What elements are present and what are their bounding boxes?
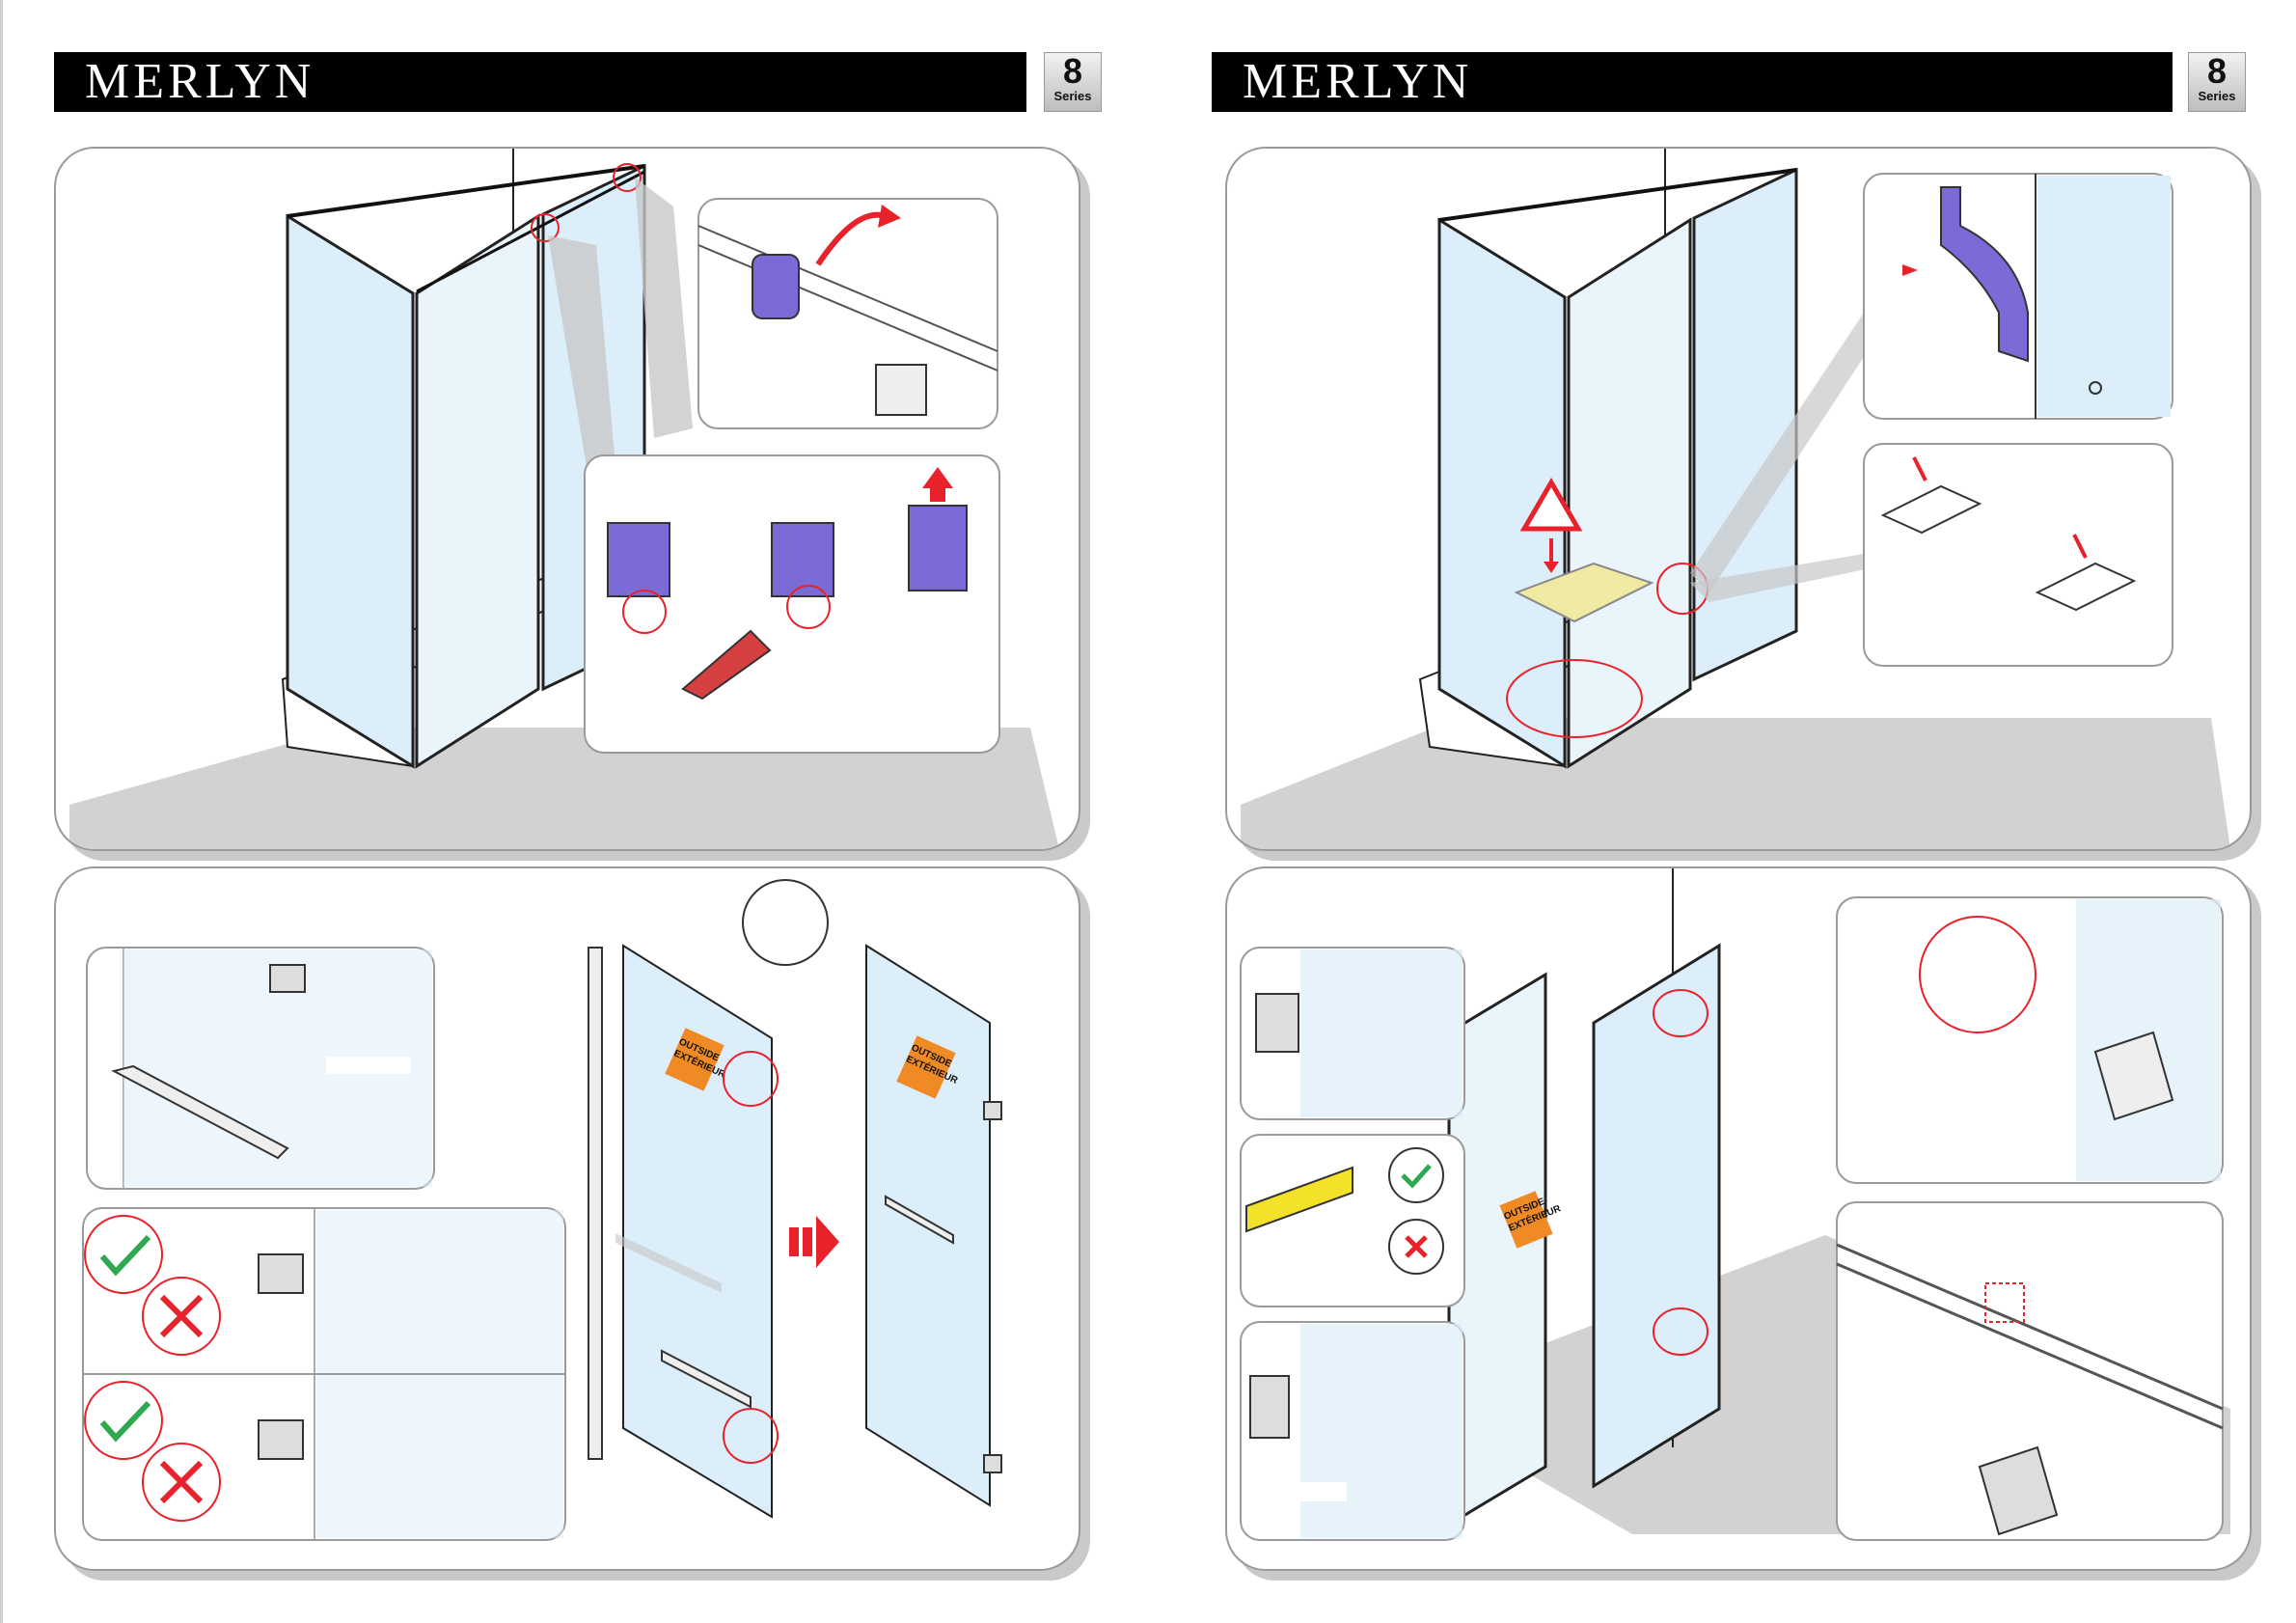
hinge-adjust-illustration: OUTSIDE EXTÉRIEUR [1227, 868, 2250, 1569]
page-spine [0, 0, 3, 1623]
door-glass [623, 946, 772, 1517]
right-page: MERLYN 8 Series [1148, 0, 2296, 1623]
floor-shadow [1241, 718, 2230, 849]
knob [270, 965, 305, 992]
detail-inset-bracket [698, 199, 998, 428]
bracket-step-3 [909, 506, 967, 591]
series-badge: 8 Series [2188, 52, 2246, 112]
brand-header: MERLYN [1212, 52, 2173, 112]
enclosure-with-block-illustration [1227, 149, 2250, 849]
fixed-glass-panel [1594, 946, 1719, 1486]
series-label: Series [1045, 90, 1101, 103]
brand-name: MERLYN [1243, 54, 1472, 109]
door-glass-panel [417, 216, 538, 766]
series-number: 8 [2189, 53, 2245, 90]
left-page: MERLYN 8 Series [0, 0, 1148, 1623]
edge-seal [588, 948, 602, 1459]
hinge-body [259, 1254, 303, 1293]
blank-label [326, 1057, 411, 1074]
series-badge: 8 Series [1044, 52, 1102, 112]
block-inset [1864, 444, 2173, 666]
door-assembly-illustration: OUTSIDE EXTÉRIEUR OUTSIDE EXTÉRIEUR [56, 868, 1079, 1569]
step-panel-door-stop [1225, 147, 2252, 851]
series-number: 8 [1045, 53, 1101, 90]
bracket-step-2 [772, 523, 834, 596]
seal-detail-circle [743, 880, 828, 965]
door-glass-panel [1569, 220, 1690, 766]
step-panel-remove-bracket [54, 147, 1080, 851]
red-arrow-icon [789, 1227, 799, 1256]
side-glass-panel [287, 216, 413, 766]
brand-name: MERLYN [85, 54, 314, 109]
step-panel-install-handle: OUTSIDE EXTÉRIEUR OUTSIDE EXTÉRIEUR [54, 867, 1080, 1571]
step-panel-hinge-adjust: OUTSIDE EXTÉRIEUR [1225, 867, 2252, 1571]
plastic-bracket [752, 255, 799, 318]
shower-enclosure-illustration [56, 149, 1079, 849]
bracket-step-1 [608, 523, 670, 596]
fixed-glass-panel [1694, 170, 1796, 679]
series-label: Series [2189, 90, 2245, 103]
brand-header: MERLYN [54, 52, 1026, 112]
